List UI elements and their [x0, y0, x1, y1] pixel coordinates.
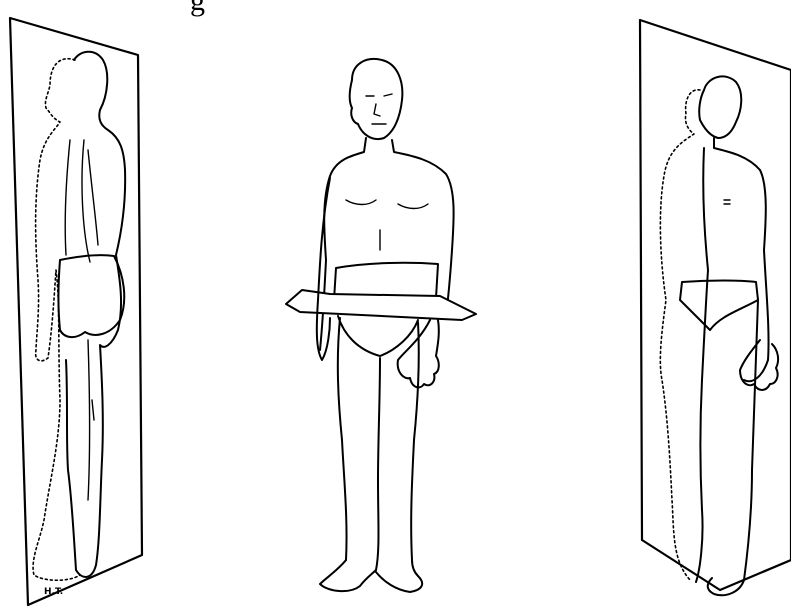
center-lower-body	[338, 316, 419, 570]
artist-initials: H.T.	[44, 587, 63, 597]
center-feet	[320, 560, 422, 592]
frontal-plane	[640, 20, 791, 590]
center-chest	[346, 200, 428, 250]
center-face	[366, 94, 392, 124]
center-head	[350, 59, 403, 139]
frontal-plane-panel	[640, 20, 791, 595]
sagittal-plane-panel: H.T.	[10, 18, 142, 605]
transverse-plane-panel	[286, 59, 476, 592]
center-left-arm	[317, 178, 330, 360]
